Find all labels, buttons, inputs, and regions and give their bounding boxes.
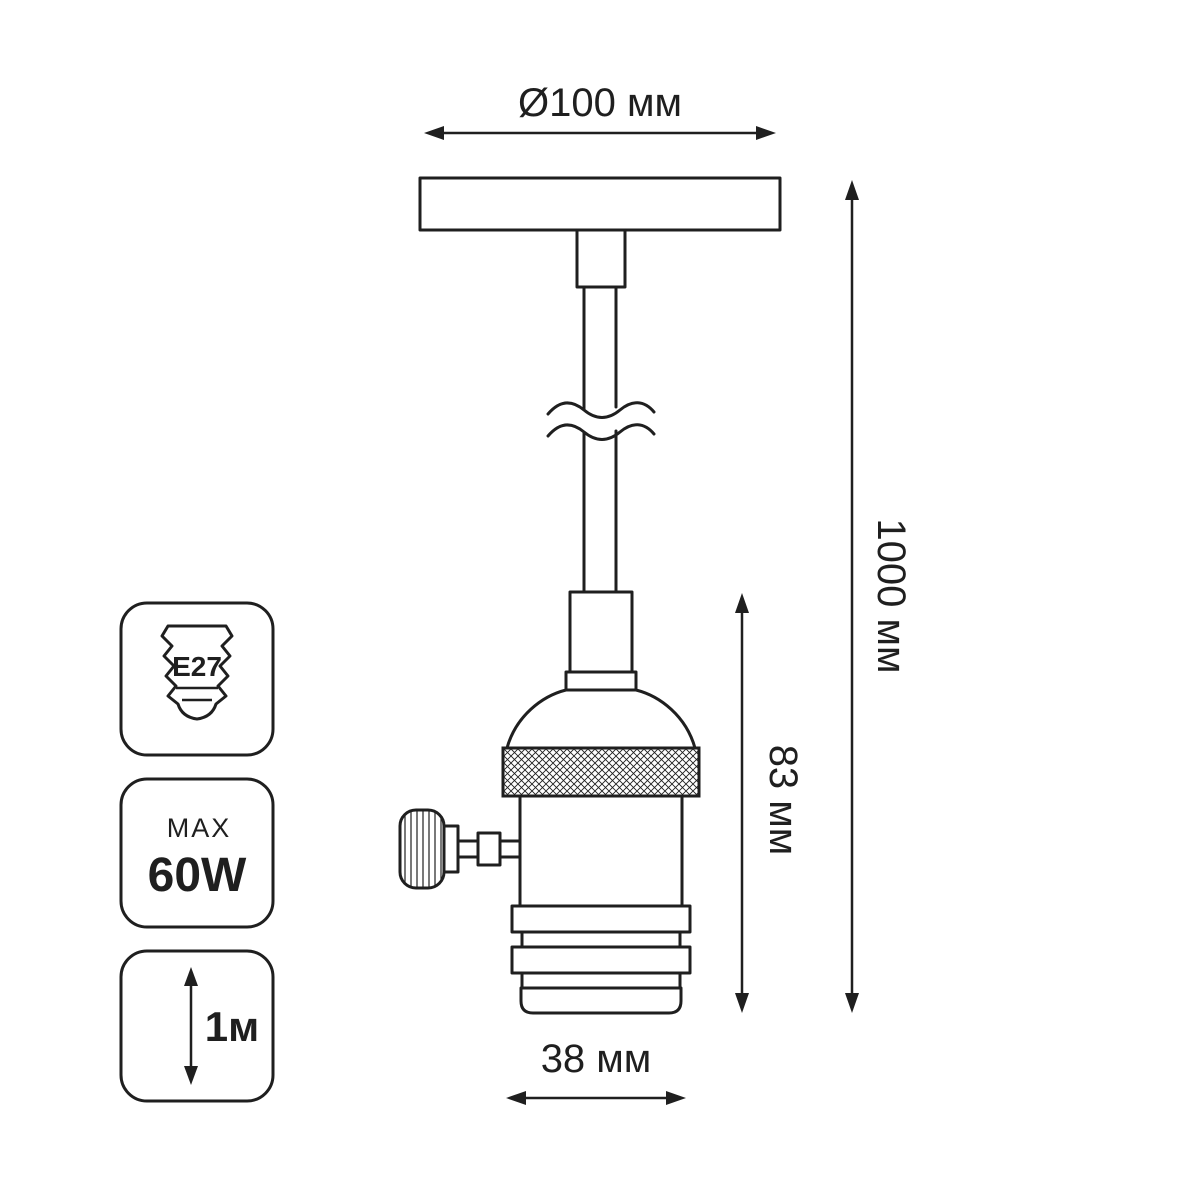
arrow-up-icon <box>184 967 198 986</box>
suspension-cable <box>546 285 656 594</box>
socket-type-label: E27 <box>172 651 222 682</box>
ceiling-mount <box>418 176 782 289</box>
switch-knob <box>398 808 446 890</box>
switch-disc <box>442 824 460 874</box>
arrow-right-icon <box>756 126 776 140</box>
updown-arrow-icon <box>184 967 198 1085</box>
ceiling-plate <box>418 176 782 232</box>
cable-length-label: 1м <box>205 1003 259 1050</box>
rotary-switch <box>398 808 522 890</box>
total-height-dimension-label: 1000 мм <box>869 518 913 673</box>
arrow-down-icon <box>184 1066 198 1085</box>
arrow-right-icon <box>666 1091 686 1105</box>
lamp-socket <box>398 590 701 1015</box>
dimension-socket-height: 83 мм <box>735 593 805 1013</box>
switch-collar <box>476 831 502 867</box>
arrow-left-icon <box>506 1091 526 1105</box>
arrow-up-icon <box>845 180 859 200</box>
dimension-socket-width: 38 мм <box>506 1037 686 1105</box>
arrow-up-icon <box>735 593 749 613</box>
socket-body <box>518 794 684 908</box>
socket-neck-flange <box>564 670 638 692</box>
arrow-down-icon <box>845 993 859 1013</box>
lamp-base-icon <box>160 624 234 721</box>
dimension-diameter: Ø100 мм <box>424 81 776 140</box>
socket-rib <box>510 945 692 975</box>
cable-break-mark <box>546 423 656 441</box>
wattage-value: 60W <box>148 849 247 902</box>
socket-width-dimension-label: 38 мм <box>541 1037 652 1081</box>
socket-rib <box>510 904 692 934</box>
arrow-left-icon <box>424 126 444 140</box>
badge-max-power: MAX 60W <box>119 777 275 929</box>
dimension-total-height: 1000 мм <box>845 180 913 1013</box>
max-label: MAX <box>167 813 232 843</box>
badge-socket-type: E27 <box>119 601 275 757</box>
diameter-dimension-label: Ø100 мм <box>518 81 682 125</box>
switch-stem <box>498 839 522 859</box>
cable-break-mark <box>546 401 656 419</box>
socket-bottom-cup <box>519 986 683 1015</box>
socket-height-dimension-label: 83 мм <box>761 745 805 856</box>
socket-neck <box>568 590 634 676</box>
lamp-base-outline <box>160 624 234 721</box>
knurled-ring <box>501 746 701 798</box>
badge-frame <box>119 777 275 929</box>
socket-lower-shell <box>510 904 692 1015</box>
socket-dome <box>505 688 697 750</box>
badge-cable-length: 1м <box>119 949 275 1103</box>
switch-stem <box>456 839 480 859</box>
badge-frame <box>119 949 275 1103</box>
socket-waist <box>520 930 682 949</box>
cable-connector <box>575 228 627 289</box>
socket-waist <box>520 971 682 990</box>
arrow-down-icon <box>735 993 749 1013</box>
